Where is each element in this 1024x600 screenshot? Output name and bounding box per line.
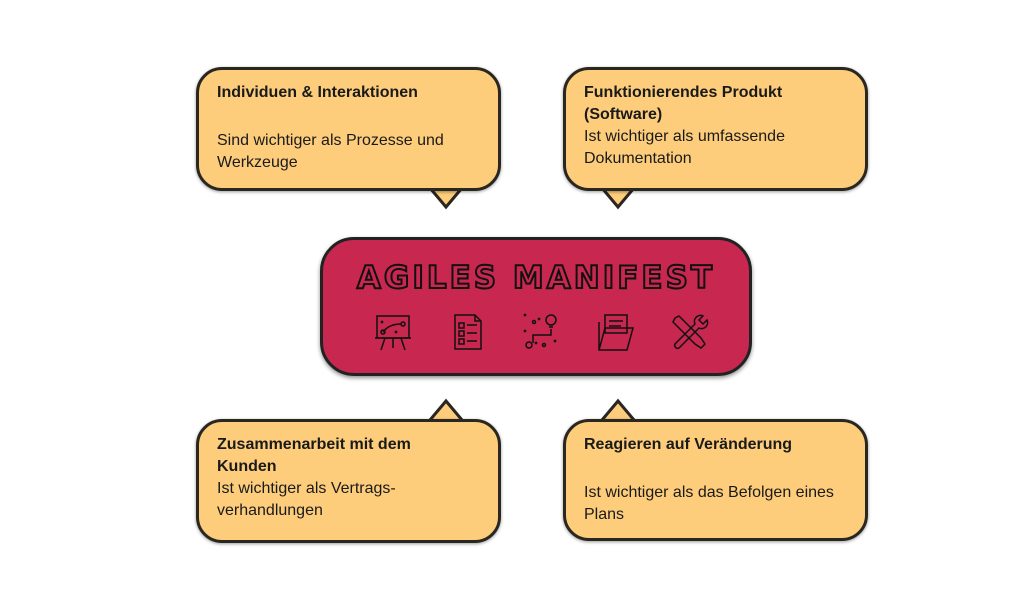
center-box: AGILES MANIFEST [320, 237, 752, 376]
bubble-title: Zusammenarbeit mit dem Kunden [217, 436, 411, 475]
strategy-board-icon [375, 315, 411, 351]
bubble-individuals: Individuen & Interaktionen Sind wichtige… [196, 67, 501, 191]
bubble-tail [428, 187, 464, 210]
bubble-tail [600, 398, 636, 421]
bubble-text: Ist wichtiger als Vertrags-verhandlungen [217, 480, 396, 519]
idea-roadmap-icon [523, 313, 557, 349]
bubble-text: Ist wichtiger als das Befolgen eines Pla… [584, 484, 834, 523]
bubble-customer-collaboration: Zusammenarbeit mit dem Kunden Ist wichti… [196, 419, 501, 543]
checklist-document-icon [454, 314, 482, 350]
bubble-text: Ist wichtiger als umfassende Dokumentati… [584, 128, 785, 167]
folder-documents-icon [598, 314, 634, 351]
bubble-tail [600, 187, 636, 210]
bubble-title: Reagieren auf Veränderung [584, 436, 793, 453]
bubble-responding-to-change: Reagieren auf Veränderung Ist wichtiger … [563, 419, 868, 541]
tools-icon [672, 314, 709, 350]
bubble-working-software: Funktionierendes Produkt (Software) Ist … [563, 67, 868, 191]
bubble-tail [428, 398, 464, 421]
manifest-title: AGILES MANIFEST [356, 259, 716, 297]
bubble-title: Individuen & Interaktionen [217, 84, 418, 101]
bubble-text: Sind wichtiger als Prozesse und Werkzeug… [217, 132, 444, 171]
bubble-title: Funktionierendes Produkt (Software) [584, 84, 783, 123]
